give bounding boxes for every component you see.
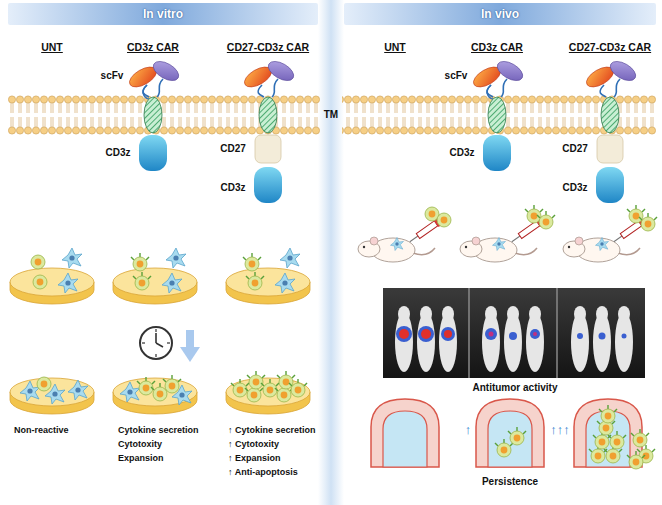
annotation-label: CD27 <box>562 143 588 155</box>
annotation-label: CD3z <box>220 182 245 194</box>
panel-title: In vitro <box>143 7 183 21</box>
annotation-label: ↑ Cytotoxity <box>228 439 279 449</box>
panel-title: In vivo <box>481 7 519 21</box>
column-heading: UNT <box>384 41 406 53</box>
increase-arrow: ↑↑↑ <box>550 423 570 438</box>
mouse-injection <box>358 205 657 262</box>
annotation-label: CD3z <box>105 147 130 159</box>
panel-divider <box>318 0 344 505</box>
clock-icon <box>140 327 200 362</box>
annotation-label: Antitumor activity <box>472 382 557 394</box>
annotation-label: ↑ Expansion <box>228 453 281 463</box>
annotation-label: Expansion <box>118 453 164 463</box>
car-construct <box>241 58 297 203</box>
annotation-label: Persistence <box>482 476 538 488</box>
car-construct <box>583 58 639 203</box>
column-heading: UNT <box>41 41 63 53</box>
annotation-label: ↑ Anti-apoptosis <box>228 467 298 477</box>
panel-header: In vitro <box>8 3 318 25</box>
car-construct <box>470 58 526 171</box>
column-heading: CD3z CAR <box>471 41 523 53</box>
culture-dishes <box>10 248 310 304</box>
annotation-label: Cytotoxity <box>118 439 162 449</box>
panel-header: In vivo <box>344 3 656 25</box>
annotation-label: Non-reactive <box>14 425 69 435</box>
column-heading: CD3z CAR <box>127 41 179 53</box>
increase-arrow: ↑ <box>465 423 472 438</box>
annotation-label: scFv <box>101 70 124 82</box>
annotation-label: ↑ Cytokine secretion <box>228 425 316 435</box>
annotation-label: TM <box>324 109 338 121</box>
column-heading: CD27-CD3z CAR <box>569 41 651 53</box>
annotation-label: scFv <box>445 70 468 82</box>
column-heading: CD27-CD3z CAR <box>227 41 309 53</box>
car-construct <box>126 58 182 171</box>
annotation-label: CD27 <box>220 143 246 155</box>
annotation-label: Cytokine secretion <box>118 425 199 435</box>
bioluminescence-image <box>383 288 645 378</box>
culture-dishes <box>10 371 310 414</box>
blood-vessel <box>371 399 655 469</box>
annotation-label: CD3z <box>562 182 587 194</box>
annotation-label: CD3z <box>449 147 474 159</box>
